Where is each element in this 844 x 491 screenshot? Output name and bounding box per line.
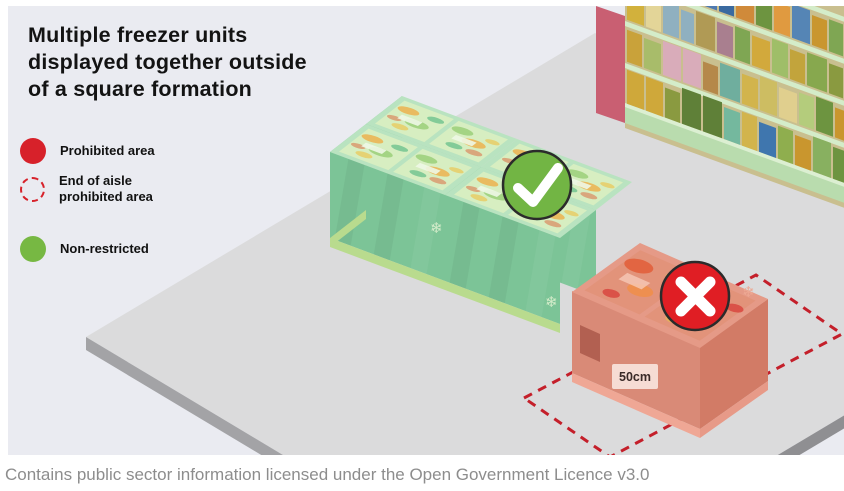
shelf-front [625, 6, 844, 209]
title-line: Multiple freezer units [28, 23, 248, 47]
solid-red-circle-icon [20, 138, 46, 164]
solid-green-circle-icon [20, 236, 46, 262]
aisle-shelf [596, 6, 844, 209]
legend-label: Non-restricted [60, 241, 149, 256]
legend-item-non-restricted: Non-restricted [20, 214, 155, 262]
legend-label: End of aisle prohibited area [59, 173, 153, 204]
legend-label: Prohibited area [60, 143, 155, 158]
snowflake-icon: ❄ [545, 294, 558, 311]
title-line: of a square formation [28, 77, 253, 101]
cross-icon [675, 276, 716, 317]
legend: Prohibited area End of aisle prohibited … [20, 138, 155, 271]
snowflake-icon: ❄ [742, 284, 755, 301]
freezer-vent [580, 325, 600, 362]
checkmark-icon [513, 163, 563, 207]
distance-label: 50cm [612, 364, 658, 389]
svg-text:50cm: 50cm [619, 370, 651, 384]
licence-caption: Contains public sector information licen… [5, 465, 650, 484]
snowflake-icon: ❄ [430, 220, 443, 237]
store-illustration: ❄ ❄ ❄ 50cm [86, 6, 844, 455]
legend-item-end-of-aisle: End of aisle prohibited area [20, 173, 155, 205]
page-title: Multiple freezer units displayed togethe… [28, 22, 307, 103]
end-of-aisle-prohibited-zone [521, 273, 844, 455]
dashed-red-circle-icon [20, 176, 45, 202]
prohibited-badge [659, 260, 731, 332]
shelf-side-panel [596, 6, 625, 123]
illustration-panel: ❄ ❄ ❄ 50cm [8, 6, 844, 455]
title-line: displayed together outside [28, 50, 307, 74]
legend-item-prohibited: Prohibited area [20, 138, 155, 164]
freezer-row-front: ❄ ❄ [330, 124, 596, 333]
shelf-products [627, 6, 844, 184]
red-freezer-unit: ❄ 50cm [572, 243, 768, 438]
allowed-badge [501, 149, 573, 221]
